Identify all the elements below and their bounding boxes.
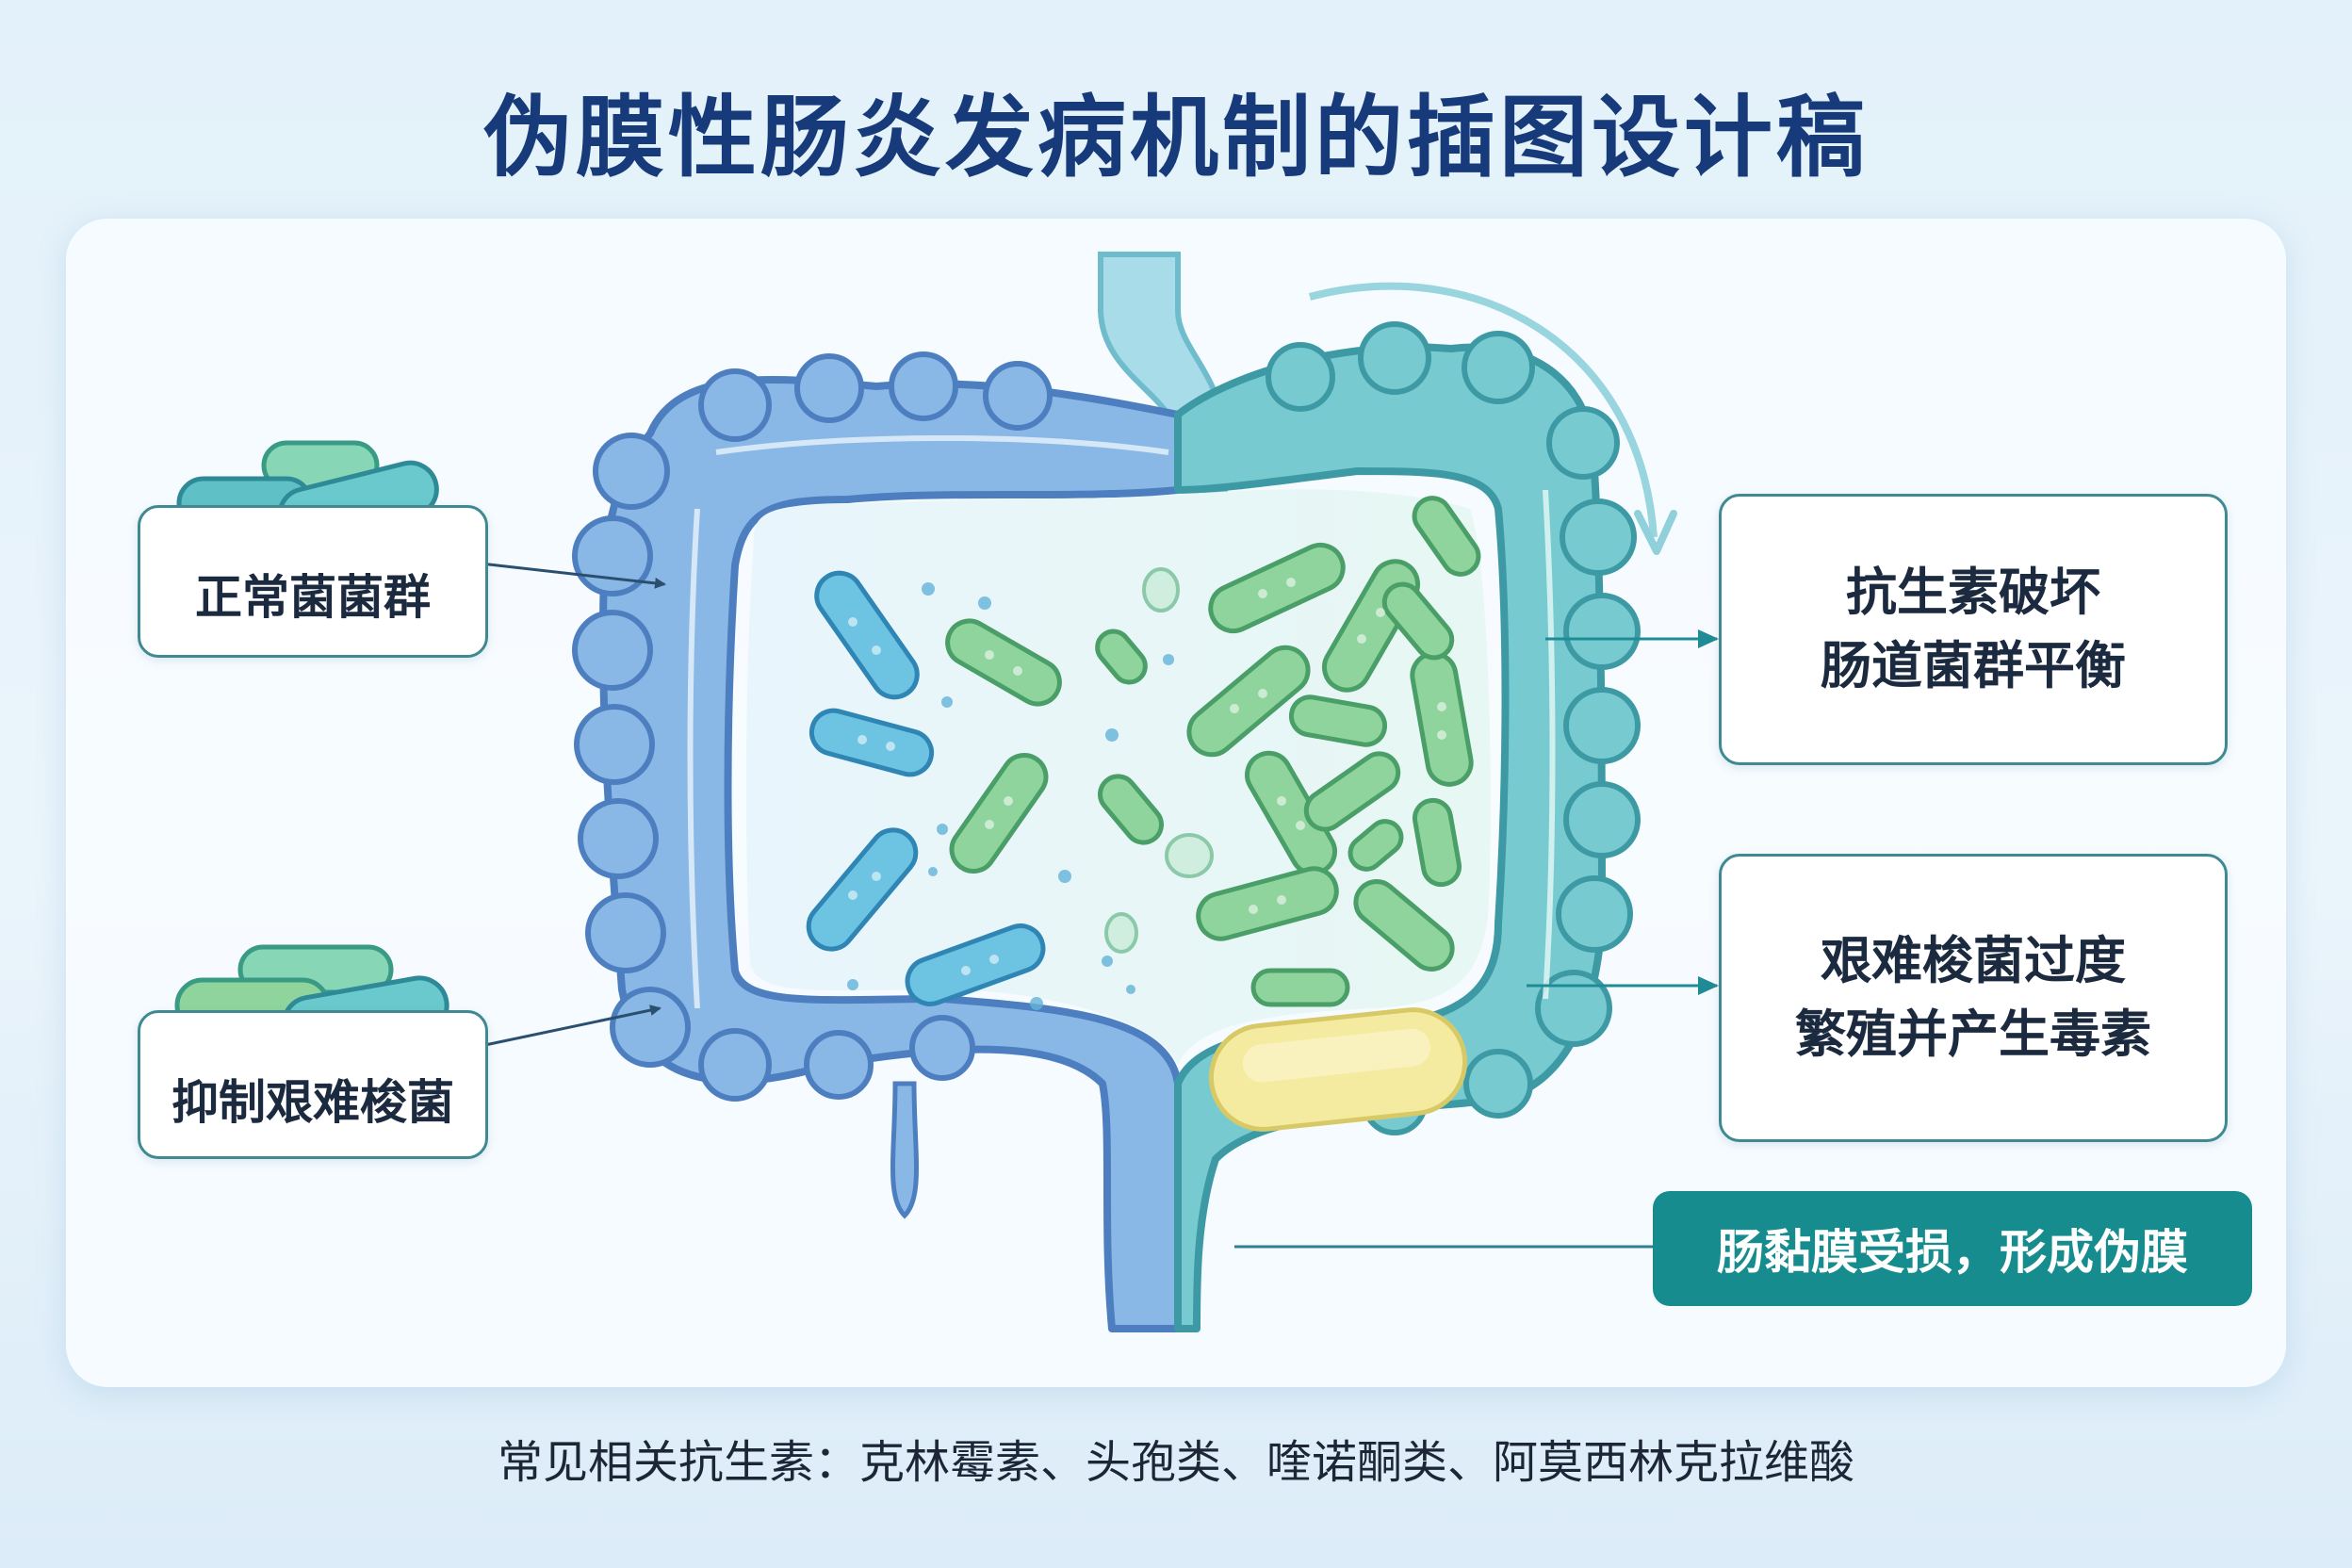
label-pseudomembrane: 肠黏膜受损，形成伪膜 [1653, 1191, 2252, 1306]
bacteria-blue-group [806, 570, 1046, 1006]
flow-arrow [1308, 282, 1658, 538]
label-normal-flora: 正常菌菌群 [138, 505, 488, 658]
label-inhibit-cdiff-text: 抑制艰难梭菌 [172, 1075, 454, 1130]
label-antibiotic-line1: 抗生素破坏 [1846, 563, 2100, 622]
label-antibiotic-disruption: 抗生素破坏 肠道菌群平衡 [1719, 494, 2228, 765]
label-cdiff-line2: 繁殖并产生毒素 [1795, 1004, 2151, 1064]
label-normal-flora-text: 正常菌菌群 [195, 570, 431, 625]
arrow-icon [480, 1004, 662, 1048]
label-cdiff-overgrowth: 艰难梭菌过度 繁殖并产生毒素 [1719, 854, 2228, 1142]
pseudomembrane-plaque [1208, 1007, 1468, 1132]
page-title: 伪膜性肠炎发病机制的插图设计稿 [482, 87, 1869, 189]
label-cdiff-line1: 艰难梭菌过度 [1821, 931, 2126, 990]
footer-antibiotics: 常见相关抗生素：克林霉素、头孢类、喹诺酮类、阿莫西林克拉维酸 [497, 1436, 1854, 1489]
label-antibiotic-line2: 肠道菌群平衡 [1821, 636, 2126, 695]
label-pseudomembrane-text: 肠黏膜受损，形成伪膜 [1717, 1225, 2188, 1280]
particles [847, 582, 1174, 1010]
arrow-icon [480, 562, 666, 589]
bacteria-green-group [945, 496, 1481, 1007]
colon-haustra-left [572, 351, 1053, 1102]
cell-blobs [1104, 567, 1214, 954]
bacteria-spots [848, 578, 1446, 975]
label-inhibit-cdiff: 抑制艰难梭菌 [138, 1010, 488, 1159]
